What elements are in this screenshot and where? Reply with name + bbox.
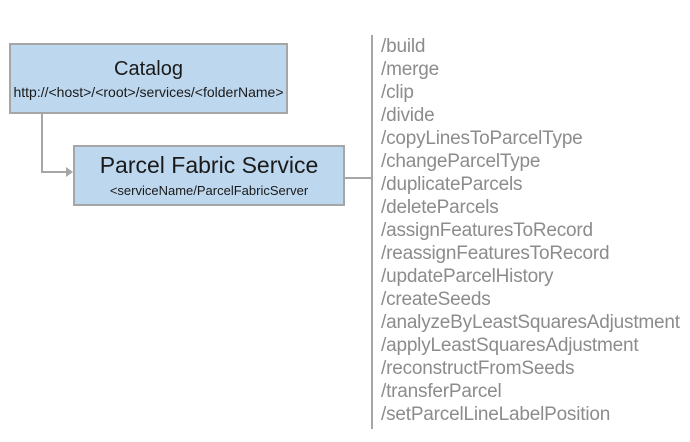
connector-service-horizontal [345,177,371,179]
endpoint-item: /analyzeByLeastSquaresAdjustment [381,312,680,333]
parcel-fabric-service-node: Parcel Fabric Service <serviceName/Parce… [73,145,345,206]
endpoint-item: /updateParcelHistory [381,266,554,287]
connector-catalog-vertical [41,114,43,172]
catalog-title: Catalog [114,57,183,80]
endpoint-item: /assignFeaturesToRecord [381,220,593,241]
endpoint-item: /build [381,36,426,57]
endpoint-item: /copyLinesToParcelType [381,128,583,149]
endpoint-divider-line [371,35,373,429]
endpoint-item: /createSeeds [381,289,491,310]
endpoint-item: /reassignFeaturesToRecord [381,243,610,264]
arrowhead-icon [66,167,73,177]
endpoint-item: /changeParcelType [381,151,541,172]
parcel-fabric-service-title: Parcel Fabric Service [99,152,319,179]
catalog-node: Catalog http://<host>/<root>/services/<f… [9,43,288,114]
endpoint-item: /divide [381,105,435,126]
endpoint-item: /deleteParcels [381,197,499,218]
parcel-fabric-service-url: <serviceName/ParcelFabricServer [109,182,309,198]
endpoint-item: /merge [381,59,439,80]
catalog-url: http://<host>/<root>/services/<folderNam… [13,83,284,100]
endpoint-item: /duplicateParcels [381,174,523,195]
endpoint-item: /applyLeastSquaresAdjustment [381,335,639,356]
endpoint-item: /clip [381,82,414,103]
endpoint-item: /transferParcel [381,381,502,402]
endpoint-item: /setParcelLineLabelPosition [381,404,611,425]
endpoint-list: /build/merge/clip/divide/copyLinesToParc… [381,35,680,426]
endpoint-item: /reconstructFromSeeds [381,358,575,379]
connector-catalog-horizontal [41,171,67,173]
